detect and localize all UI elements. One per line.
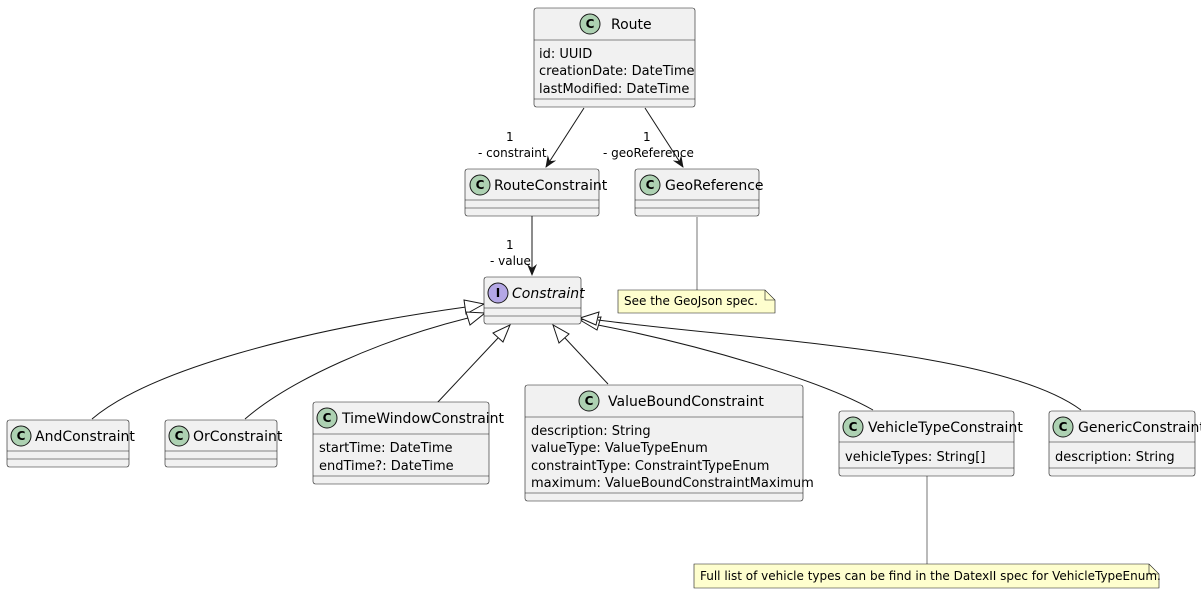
svg-text:C: C	[175, 429, 184, 443]
association-routeconstraint-constraint: 1 - value	[490, 216, 537, 276]
hollow-triangle-arrowhead	[492, 323, 511, 343]
class-andconstraint[interactable]: C AndConstraint	[6, 419, 135, 468]
class-valueboundconstraint[interactable]: C ValueBoundConstraint description: Stri…	[524, 384, 814, 502]
class-attribute: description: String	[531, 424, 651, 439]
class-orconstraint[interactable]: C OrConstraint	[164, 419, 283, 468]
class-stereotype-icon	[469, 174, 491, 196]
class-stereotype-icon	[1052, 416, 1074, 438]
class-name: GenericConstraint	[1078, 420, 1201, 436]
svg-text:C: C	[849, 420, 858, 434]
class-stereotype-icon	[578, 390, 600, 412]
role-label: - value	[490, 254, 531, 268]
class-attribute: description: String	[1055, 450, 1175, 465]
class-name: VehicleTypeConstraint	[868, 420, 1023, 436]
interface-stereotype-icon	[487, 282, 509, 304]
class-attribute: valueType: ValueTypeEnum	[531, 441, 708, 456]
realization-edges	[91, 299, 1082, 420]
svg-text:C: C	[586, 17, 595, 31]
hollow-triangle-arrowhead	[578, 311, 600, 326]
class-attribute: endTime?: DateTime	[319, 459, 454, 474]
svg-text:C: C	[323, 411, 332, 425]
class-name: RouteConstraint	[494, 178, 608, 194]
svg-text:C: C	[646, 178, 655, 192]
class-attribute: creationDate: DateTime	[539, 64, 695, 79]
note-text: See the GeoJson spec.	[624, 294, 758, 308]
association-route-georeference: 1 - geoReference	[603, 107, 694, 168]
class-stereotype-icon	[316, 407, 338, 429]
note-georeference: See the GeoJson spec.	[617, 289, 776, 314]
class-route[interactable]: C Route id: UUID creationDate: DateTime …	[533, 7, 696, 108]
class-attribute: constraintType: ConstraintTypeEnum	[531, 459, 769, 474]
note-vehicletype: Full list of vehicle types can be find i…	[693, 563, 1161, 589]
association-route-routeconstraint: 1 - constraint	[478, 107, 585, 168]
class-name: TimeWindowConstraint	[341, 411, 505, 427]
class-name: ValueBoundConstraint	[608, 394, 764, 410]
svg-text:C: C	[1059, 420, 1068, 434]
class-stereotype-icon	[168, 425, 190, 447]
note-text: Full list of vehicle types can be find i…	[700, 569, 1161, 583]
class-attribute: maximum: ValueBoundConstraintMaximum	[531, 476, 814, 491]
class-routeconstraint[interactable]: C RouteConstraint	[464, 168, 608, 217]
class-name: OrConstraint	[193, 429, 283, 445]
class-vehicletypeconstraint[interactable]: C VehicleTypeConstraint vehicleTypes: St…	[838, 410, 1023, 477]
class-name: Route	[611, 17, 652, 33]
role-label: - constraint	[478, 146, 547, 160]
class-timewindowconstraint[interactable]: C TimeWindowConstraint startTime: DateTi…	[312, 401, 505, 485]
class-stereotype-icon	[639, 174, 661, 196]
class-stereotype-icon	[10, 425, 32, 447]
svg-text:C: C	[476, 178, 485, 192]
hollow-triangle-arrowhead	[465, 311, 487, 326]
interface-name: Constraint	[512, 286, 585, 302]
multiplicity-label: 1	[506, 130, 514, 144]
multiplicity-label: 1	[643, 130, 651, 144]
svg-text:C: C	[17, 429, 26, 443]
class-attribute: vehicleTypes: String[]	[845, 450, 985, 465]
svg-text:I: I	[496, 286, 500, 300]
class-attribute: id: UUID	[539, 47, 592, 62]
role-label: - geoReference	[603, 146, 694, 160]
class-attribute: lastModified: DateTime	[539, 82, 689, 97]
hollow-triangle-arrowhead	[463, 299, 486, 315]
class-name: AndConstraint	[35, 429, 135, 445]
interface-constraint[interactable]: I Constraint	[483, 276, 585, 325]
class-genericconstraint[interactable]: C GenericConstraint description: String	[1048, 410, 1201, 477]
hollow-triangle-arrowhead	[552, 323, 570, 344]
class-name: GeoReference	[665, 178, 764, 194]
class-stereotype-icon	[842, 416, 864, 438]
class-attribute: startTime: DateTime	[319, 441, 453, 456]
class-georeference[interactable]: C GeoReference	[634, 168, 764, 217]
svg-text:C: C	[585, 394, 594, 408]
class-stereotype-icon	[579, 13, 601, 35]
multiplicity-label: 1	[506, 238, 514, 252]
